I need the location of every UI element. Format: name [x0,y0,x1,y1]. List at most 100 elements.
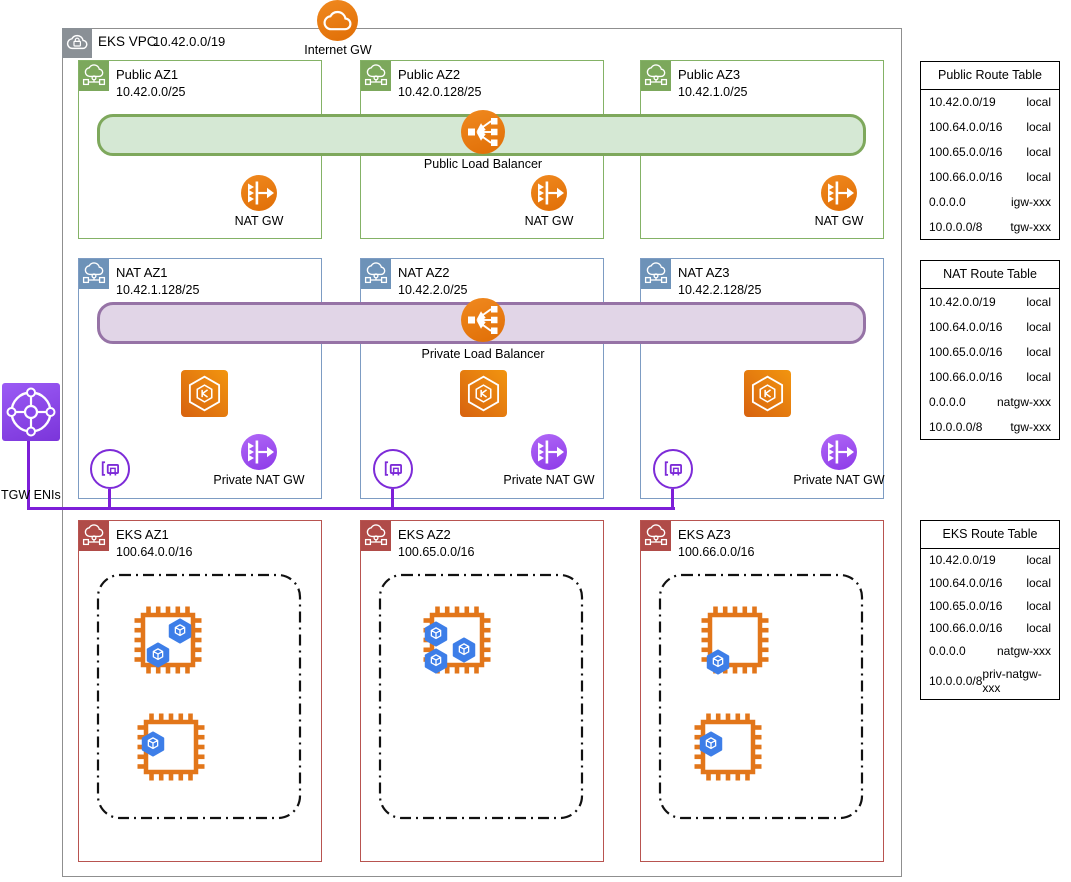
pod-icon [698,731,724,757]
subnet-title: NAT AZ2 [398,265,450,280]
pod-icon [423,621,449,647]
route-target: local [1026,575,1051,590]
route-dest: 10.0.0.0/8 [929,219,983,234]
eks-subnet-az3: EKS AZ3 100.66.0.0/16 [640,520,884,862]
pod-icon [140,731,166,757]
eni-icon [373,449,413,489]
eks-subnet-icon [79,521,109,551]
private-nat-gateway-icon [821,434,857,470]
subnet-title: NAT AZ3 [678,265,730,280]
internet-gateway-label: Internet GW [304,43,372,57]
vpc-label: EKS VPC [98,34,157,49]
route-target: local [1026,120,1051,135]
nat-gateway-label: NAT GW [814,214,864,228]
route-target: priv-natgw-xxx [982,666,1042,695]
subnet-cidr: 10.42.0.128/25 [398,85,482,99]
vpc-container [62,28,902,877]
nat-gateway-icon [531,175,567,211]
eks-subnet-az2: EKS AZ2 100.65.0.0/16 [360,520,604,862]
subnet-title: Public AZ2 [398,67,461,82]
internet-gateway-icon [317,0,358,41]
private-load-balancer-icon [461,298,505,342]
pod-icon [705,649,731,675]
nat-gateway-label: NAT GW [524,214,574,228]
nat-gateway-icon [821,175,857,211]
tgw-connector-line [27,507,675,510]
route-row: 100.64.0.0/16 local [921,120,1059,134]
route-target: local [1026,95,1051,110]
route-table-title: Public Route Table [921,62,1059,90]
route-table-title: EKS Route Table [921,521,1059,549]
eks-icon [460,370,507,417]
pod-icon [145,642,171,668]
private-subnet-icon [641,259,671,289]
route-dest: 100.65.0.0/16 [929,145,1003,160]
route-dest: 100.64.0.0/16 [929,319,1003,334]
nat-gateway-label: NAT GW [234,214,284,228]
eni-icon [90,449,130,489]
route-row: 100.66.0.0/16 local [921,170,1059,184]
route-table-title: NAT Route Table [921,261,1059,289]
subnet-cidr: 10.42.1.0/25 [678,85,748,99]
route-dest: 100.64.0.0/16 [929,120,1003,135]
eks-icon [744,370,791,417]
eni-icon [653,449,693,489]
tgw-connector-line [671,489,674,507]
route-target: local [1026,169,1051,184]
private-subnet-icon [79,259,109,289]
subnet-cidr: 100.65.0.0/16 [398,545,475,559]
private-nat-gateway-label: Private NAT GW [503,473,595,487]
route-dest: 100.66.0.0/16 [929,621,1003,636]
node-group-boundary [658,573,864,820]
subnet-cidr: 10.42.1.128/25 [116,283,200,297]
route-row: 0.0.0.0 natgw-xxx [921,395,1059,409]
pod-icon [423,648,449,674]
route-target: local [1026,319,1051,334]
route-target: tgw-xxx [1010,419,1051,434]
route-row: 100.64.0.0/16 local [921,320,1059,334]
vpc-cidr: 10.42.0.0/19 [153,34,226,49]
transit-gateway-icon [2,383,60,441]
subnet-title: EKS AZ3 [678,527,731,542]
tgw-connector-line [27,441,30,510]
route-dest: 0.0.0.0 [929,194,966,209]
route-dest: 100.66.0.0/16 [929,169,1003,184]
vpc-icon [62,28,92,58]
route-dest: 0.0.0.0 [929,394,966,409]
route-target: natgw-xxx [996,394,1051,409]
route-dest: 100.66.0.0/16 [929,369,1003,384]
route-row: 100.64.0.0/16 local [921,576,1059,590]
route-target: local [1026,553,1051,568]
eks-subnet-icon [641,521,671,551]
route-dest: 10.42.0.0/19 [929,553,996,568]
route-dest: 100.65.0.0/16 [929,598,1003,613]
route-target: natgw-xxx [996,643,1051,658]
subnet-cidr: 10.42.0.0/25 [116,85,186,99]
public-load-balancer-label: Public Load Balancer [423,157,543,171]
route-target: local [1026,598,1051,613]
public-subnet-icon [641,61,671,91]
private-nat-gateway-icon [531,434,567,470]
route-row: 100.65.0.0/16 local [921,145,1059,159]
pod-icon [451,637,477,663]
subnet-title: Public AZ1 [116,67,179,82]
route-target: local [1026,145,1051,160]
nat-gateway-icon [241,175,277,211]
route-dest: 10.42.0.0/19 [929,294,996,309]
route-row: 10.42.0.0/19 local [921,553,1059,567]
pod-icon [167,618,193,644]
subnet-cidr: 100.64.0.0/16 [116,545,193,559]
private-nat-gateway-label: Private NAT GW [793,473,885,487]
subnet-cidr: 10.42.2.128/25 [678,283,762,297]
route-dest: 100.64.0.0/16 [929,575,1003,590]
